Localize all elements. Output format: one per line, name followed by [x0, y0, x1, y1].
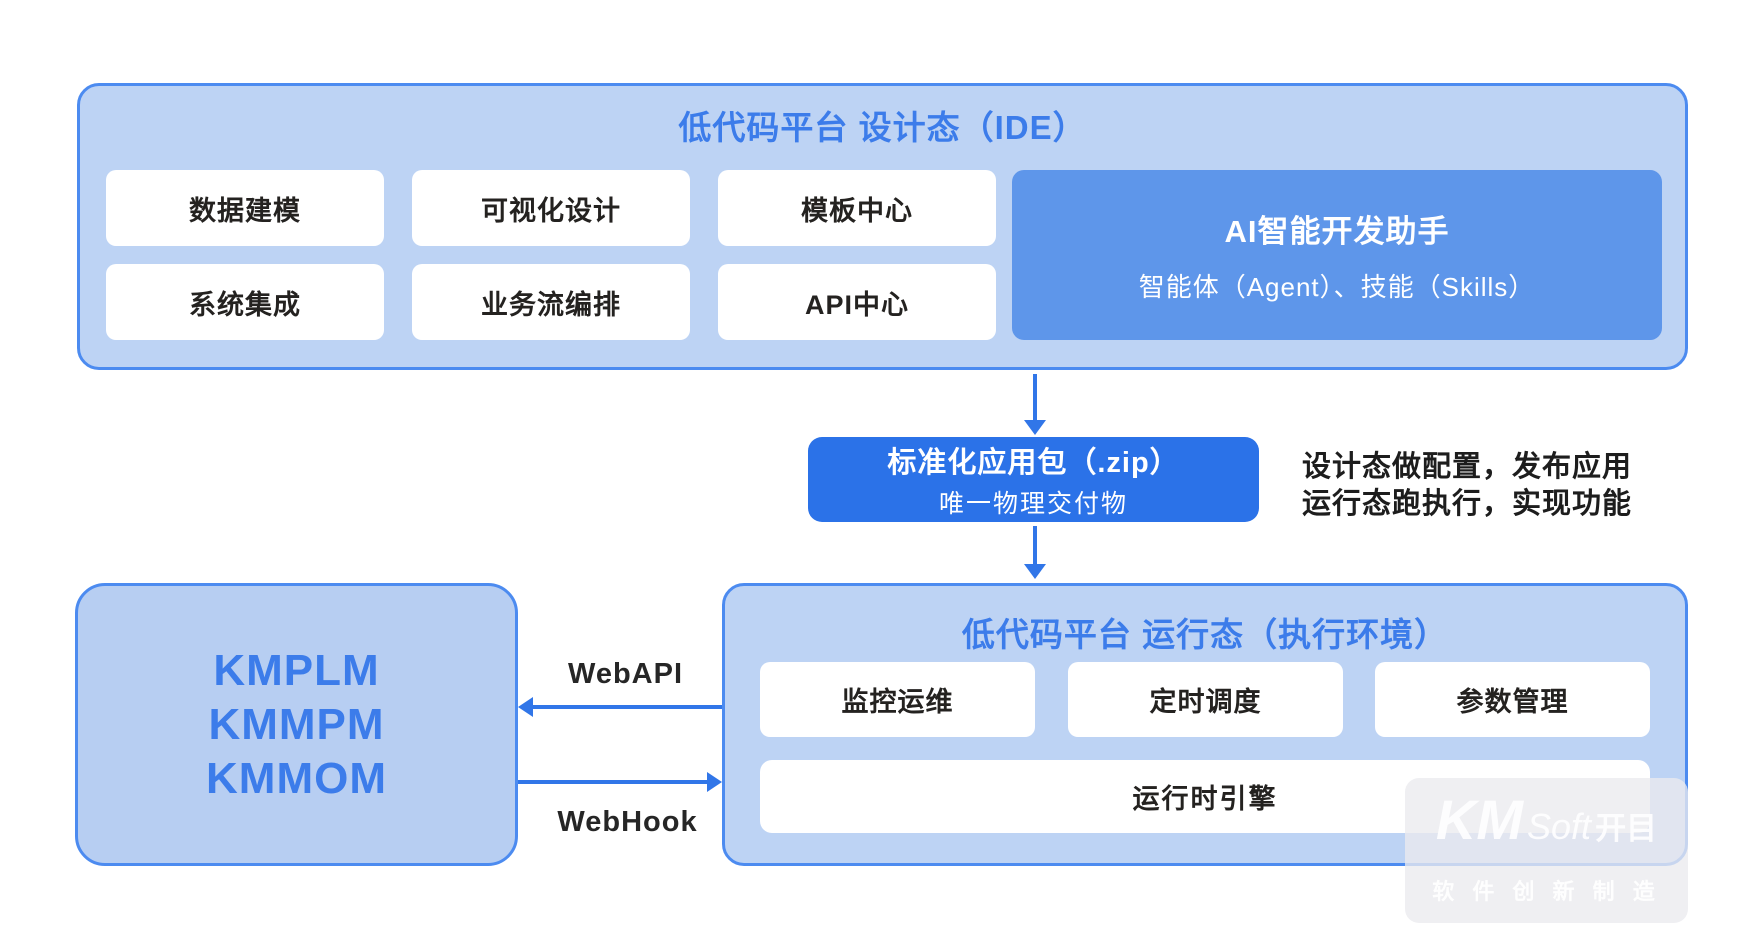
external-system-kmplm: KMPLM	[213, 645, 380, 695]
arrow-down-head-icon	[1024, 564, 1046, 579]
package-subtitle: 唯一物理交付物	[938, 490, 1128, 518]
runtime-box: 低代码平台 运行态（执行环境） 监控运维 定时调度 参数管理 运行时引擎	[722, 583, 1688, 866]
chip-visual-design: 可视化设计	[412, 170, 690, 246]
runtime-title: 低代码平台 运行态（执行环境）	[961, 616, 1449, 653]
chip-api-center: API中心	[718, 264, 996, 340]
chip-template-center: 模板中心	[718, 170, 996, 246]
arrow-left-head-icon	[518, 697, 533, 717]
chip-parameter-management-label: 参数管理	[1456, 687, 1569, 717]
runtime-engine-label: 运行时引擎	[1132, 784, 1278, 814]
chip-workflow-orchestration: 业务流编排	[412, 264, 690, 340]
package-box: 标准化应用包（.zip） 唯一物理交付物	[808, 437, 1259, 522]
arrow-down-head-icon	[1024, 420, 1046, 435]
annotation-text: 设计态做配置，发布应用 运行态跑执行，实现功能	[1302, 449, 1632, 523]
arrow-line	[531, 705, 722, 709]
ai-assistant-box: AI智能开发助手 智能体（Agent）、技能（Skills）	[1012, 170, 1662, 340]
external-system-kmmpm: KMMPM	[208, 699, 385, 749]
watermark-logo-kaimu: 开目	[1595, 811, 1658, 846]
chip-workflow-orchestration-label: 业务流编排	[481, 289, 621, 320]
design-time-box: 低代码平台 设计态（IDE） 数据建模 可视化设计 模板中心 系统集成 业务流编…	[77, 83, 1688, 370]
chip-system-integration-label: 系统集成	[189, 289, 301, 320]
arrow-right-head-icon	[707, 772, 722, 792]
chip-monitoring-ops-label: 监控运维	[841, 687, 954, 717]
chip-data-modeling-label: 数据建模	[189, 195, 301, 226]
chip-parameter-management: 参数管理	[1375, 662, 1650, 737]
chip-system-integration: 系统集成	[106, 264, 384, 340]
km-monogram-icon: KM	[1435, 788, 1524, 851]
arrow-line	[1033, 374, 1037, 422]
chip-scheduled-dispatch: 定时调度	[1068, 662, 1343, 737]
package-title: 标准化应用包（.zip）	[887, 447, 1180, 479]
arrow-line	[518, 780, 708, 784]
annotation-line-1: 设计态做配置，发布应用	[1302, 451, 1633, 483]
watermark-logo: KM Soft 开目	[1405, 792, 1688, 848]
watermark: KM Soft 开目 软 件 创 新 制 造	[1405, 778, 1688, 923]
annotation-line-2: 运行态跑执行，实现功能	[1302, 488, 1633, 520]
design-time-title: 低代码平台 设计态（IDE）	[678, 109, 1087, 146]
watermark-slogan: 软 件 创 新 制 造	[1432, 879, 1661, 904]
chip-visual-design-label: 可视化设计	[481, 195, 621, 226]
webapi-label: WebAPI	[567, 658, 684, 690]
ai-assistant-title: AI智能开发助手	[1224, 214, 1450, 249]
external-system-kmmom: KMMOM	[206, 753, 387, 803]
ai-assistant-subtitle: 智能体（Agent）、技能（Skills）	[1138, 272, 1536, 302]
watermark-logo-soft: Soft	[1527, 806, 1592, 847]
chip-monitoring-ops: 监控运维	[760, 662, 1035, 737]
chip-scheduled-dispatch-label: 定时调度	[1149, 687, 1262, 717]
chip-template-center-label: 模板中心	[801, 195, 913, 226]
arrow-line	[1033, 526, 1037, 566]
chip-api-center-label: API中心	[804, 289, 909, 320]
external-systems-box: KMPLM KMMPM KMMOM	[75, 583, 518, 866]
webhook-label: WebHook	[557, 806, 698, 838]
chip-data-modeling: 数据建模	[106, 170, 384, 246]
